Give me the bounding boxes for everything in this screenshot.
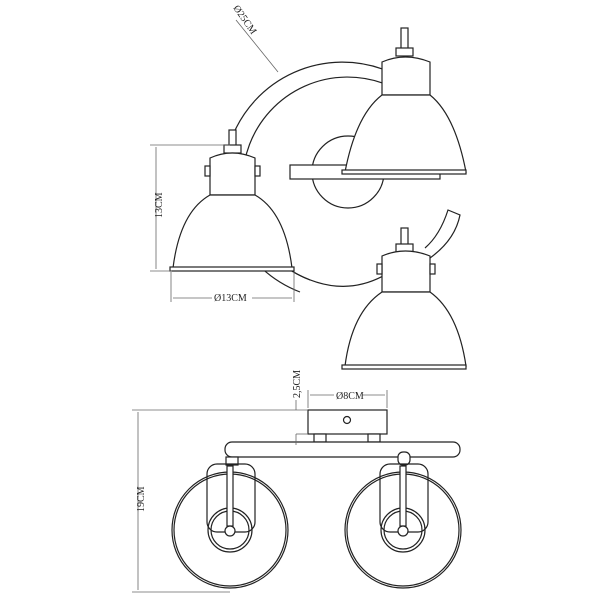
top-view: Ø25CM 13CM Ø13CM <box>150 3 467 370</box>
canopy-diameter-label: Ø8CM <box>336 391 364 402</box>
spot-right <box>344 451 462 589</box>
shade-upper-right <box>341 27 467 175</box>
ring-arc-lower <box>289 269 386 287</box>
ring-arc-right <box>424 209 461 259</box>
shade-left <box>169 129 295 272</box>
front-view: Ø8CM 2,5CM 19CM <box>132 370 462 593</box>
spot-left <box>171 456 289 589</box>
ring-diameter-leader <box>235 19 279 73</box>
mounting-bar <box>224 441 461 458</box>
shade-height-label: 13CM <box>154 192 165 218</box>
total-height-label: 19CM <box>136 486 147 512</box>
shade-diameter-label: Ø13CM <box>214 293 247 304</box>
canopy-height-label: 2,5CM <box>292 370 303 398</box>
ring-diameter-label: Ø25CM <box>231 3 259 36</box>
shade-lower-right <box>341 227 467 370</box>
canopy-screw <box>342 415 352 425</box>
canopy <box>307 409 388 435</box>
